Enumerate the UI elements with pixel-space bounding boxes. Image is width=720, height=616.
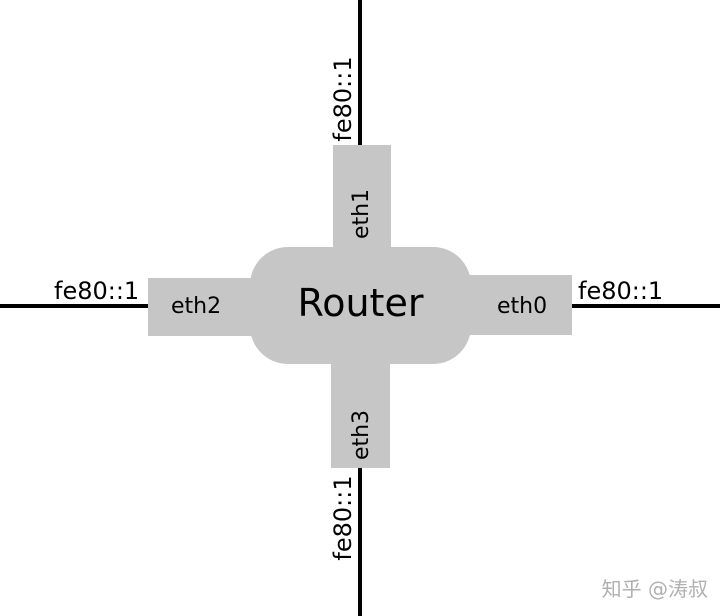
- port-eth2-address: fe80::1: [54, 277, 140, 305]
- watermark-text: 知乎 @涛叔: [601, 577, 708, 601]
- port-eth2-label: eth2: [171, 294, 222, 319]
- port-eth0-box: [468, 275, 572, 335]
- port-eth3-address: fe80::1: [329, 475, 357, 561]
- port-eth1-address: fe80::1: [329, 56, 357, 142]
- wire-left: [0, 304, 148, 308]
- port-eth3-box: [331, 362, 390, 468]
- router-node: [250, 247, 471, 364]
- port-eth0-address: fe80::1: [578, 277, 664, 305]
- port-eth0-label: eth0: [497, 294, 548, 319]
- port-eth3-label: eth3: [349, 409, 374, 461]
- port-eth1-label: eth1: [349, 188, 374, 240]
- wire-right: [572, 304, 720, 308]
- port-eth1-box: [333, 145, 391, 250]
- port-eth2-box: [148, 278, 253, 336]
- wire-bottom: [358, 468, 362, 616]
- wire-top: [358, 0, 362, 146]
- router-label: Router: [297, 281, 424, 325]
